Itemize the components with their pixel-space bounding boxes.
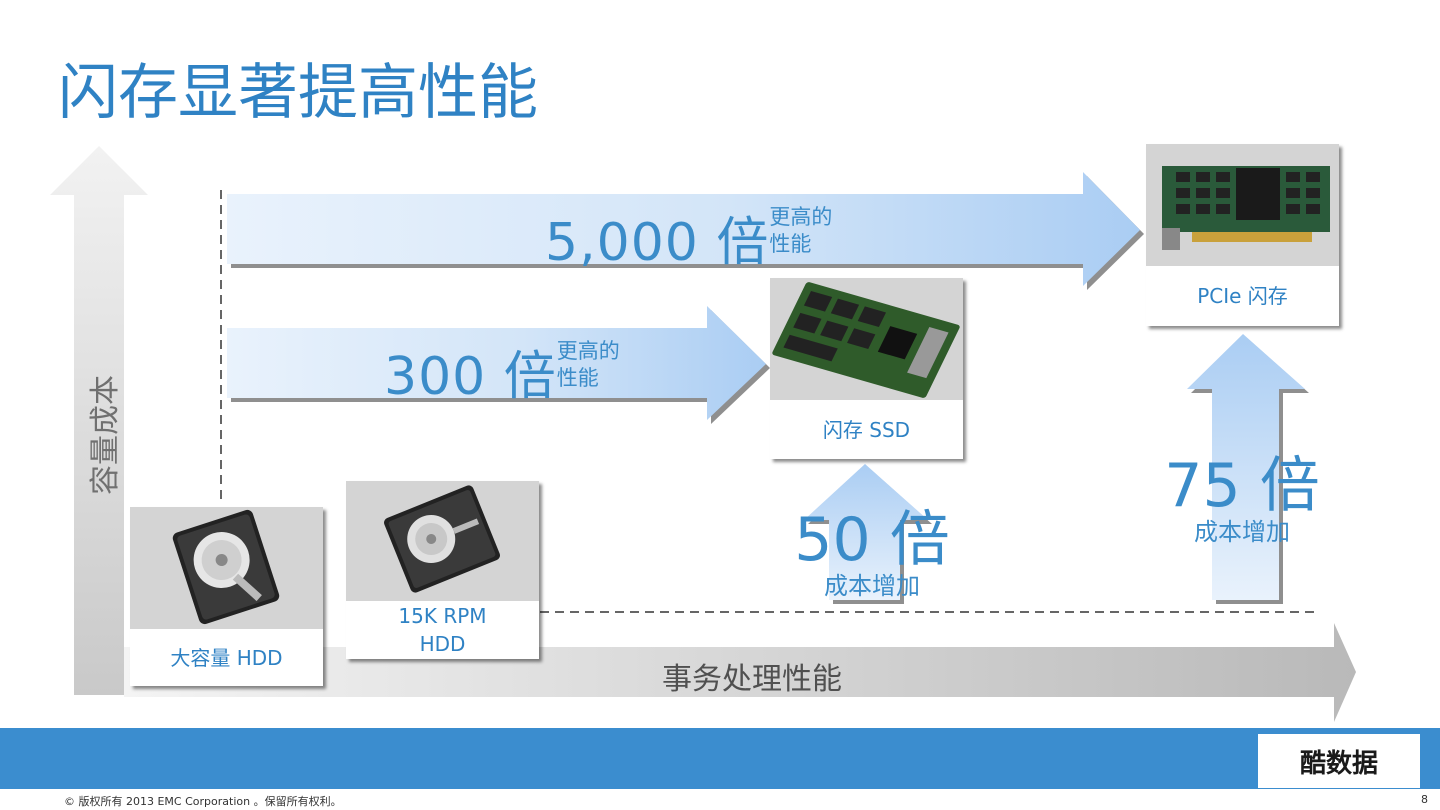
page-title: 闪存显著提高性能 bbox=[58, 58, 538, 128]
copyright-text: © 版权所有 2013 EMC Corporation 。保留所有权利。 bbox=[64, 795, 342, 808]
page-number: 8 bbox=[1421, 793, 1428, 806]
y-axis-label: 容量成本 bbox=[88, 375, 123, 495]
device-caption: 15K RPM HDD bbox=[398, 604, 487, 656]
cost-75-label: 75 倍 成本增加 bbox=[1156, 454, 1328, 546]
perf-300-text: 更高的性能 bbox=[556, 339, 620, 390]
device-caption: 大容量 HDD bbox=[170, 645, 283, 670]
perf-5000-label: 5,000 倍更高的性能 bbox=[545, 200, 832, 275]
pcie-flash-card-icon bbox=[1146, 144, 1339, 266]
perf-5000-text: 更高的性能 bbox=[769, 205, 833, 256]
perf-300-label: 300 倍更高的性能 bbox=[384, 334, 620, 409]
arrow-300 bbox=[227, 306, 766, 420]
perf-5000-value: 5,000 倍 bbox=[545, 213, 770, 273]
perf-300-value: 300 倍 bbox=[384, 347, 557, 407]
arrow-75 bbox=[1187, 334, 1305, 600]
logo-text: 酷数据 bbox=[1299, 748, 1378, 779]
card-hdd-capacity: 大容量 HDD bbox=[130, 507, 323, 686]
footer-bar bbox=[0, 728, 1440, 789]
device-caption: 闪存 SSD bbox=[822, 417, 911, 442]
cost-75-text: 成本增加 bbox=[1194, 518, 1290, 546]
arrow-5000 bbox=[227, 172, 1140, 286]
arrow-50 bbox=[804, 464, 928, 600]
cost-50-value: 50 倍 bbox=[794, 505, 950, 575]
cost-75-value: 75 倍 bbox=[1164, 451, 1320, 521]
card-ssd: 闪存 SSD bbox=[770, 278, 963, 459]
x-axis-label: 事务处理性能 bbox=[662, 662, 842, 697]
hard-disk-drive-icon bbox=[346, 481, 539, 601]
card-hdd-15k: 15K RPM HDD bbox=[346, 481, 539, 659]
device-caption: PCIe 闪存 bbox=[1197, 284, 1288, 308]
solid-state-drive-icon bbox=[770, 278, 963, 400]
card-pcie: PCIe 闪存 bbox=[1146, 144, 1339, 326]
logo: 酷数据 bbox=[1258, 734, 1420, 788]
y-axis-arrow bbox=[50, 146, 148, 695]
cost-50-text: 成本增加 bbox=[824, 572, 920, 600]
hard-disk-drive-icon bbox=[130, 507, 323, 629]
cost-50-label: 50 倍 成本增加 bbox=[786, 508, 958, 600]
